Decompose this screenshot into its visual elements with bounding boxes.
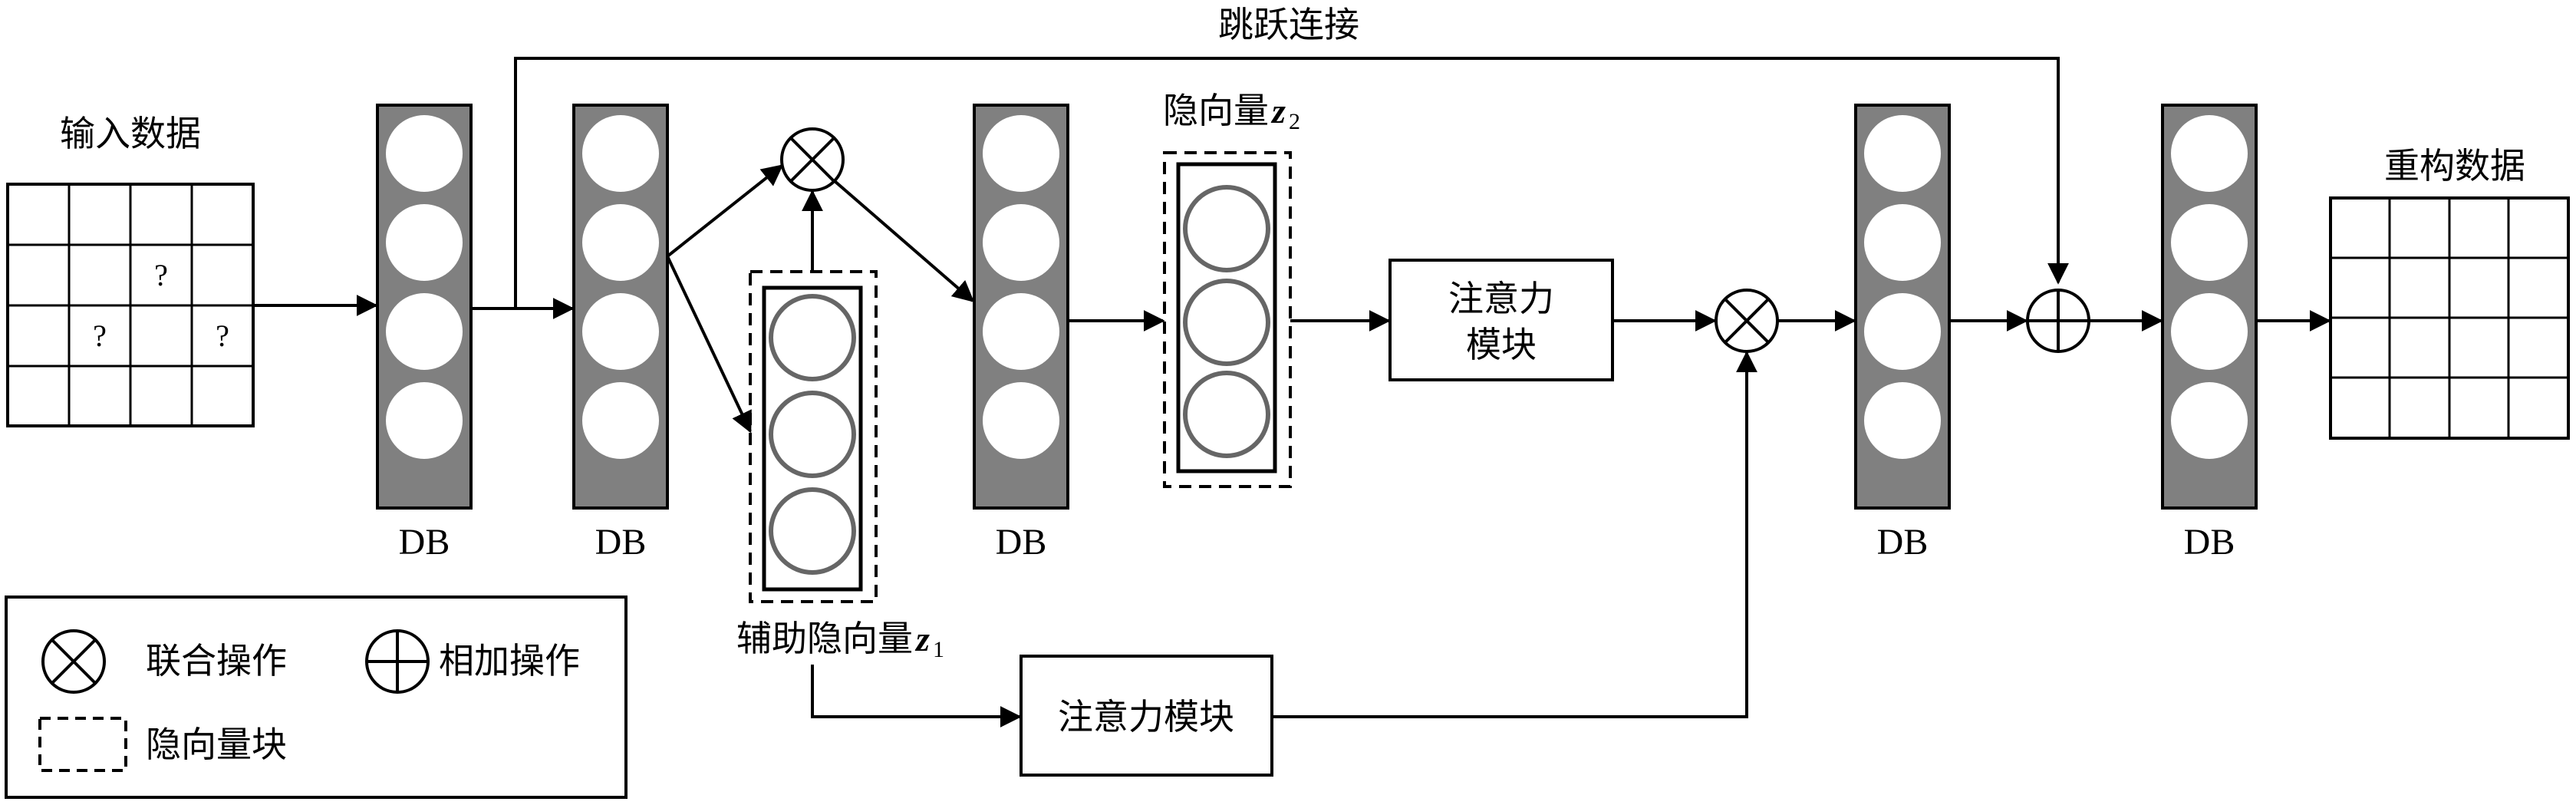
attention-module-top: 注意力 模块 <box>1388 259 1614 381</box>
attention-bottom-label: 注意力模块 <box>1058 696 1234 737</box>
latent-variable-z: z <box>1270 91 1286 130</box>
skip-connection-label: 跳跃连接 <box>1218 4 1359 45</box>
dense-block-3: DB <box>973 104 1069 563</box>
dense-block-4: DB <box>1854 104 1951 563</box>
skip-connection: 跳跃连接 <box>514 4 2069 308</box>
latent-block: 隐向量 z 2 <box>1163 90 1300 488</box>
legend-latent-block-icon <box>38 717 127 772</box>
auxiliary-latent-label: 辅助隐向量 <box>736 618 913 659</box>
db-label: DB <box>2184 522 2235 563</box>
output-data-label: 重构数据 <box>2384 145 2525 186</box>
input-data-label: 输入数据 <box>60 113 201 154</box>
latent-variable-subscript: 2 <box>1289 109 1300 134</box>
auxiliary-latent-block: 辅助隐向量 z 1 <box>736 270 944 662</box>
flow-arrows <box>253 164 2331 727</box>
db-label: DB <box>996 522 1047 563</box>
dense-block-5: DB <box>2161 104 2258 563</box>
joint-operation-middle <box>1715 289 1779 353</box>
latent-variable-subscript: 1 <box>933 637 944 662</box>
output-data-grid: 重构数据 <box>2329 145 2570 440</box>
dense-block-2: DB <box>572 104 669 563</box>
attention-label-line1: 注意力 <box>1448 278 1554 319</box>
dense-block-1: DB <box>376 104 473 563</box>
legend: 联合操作 相加操作 隐向量块 <box>5 596 628 799</box>
legend-joint-label: 联合操作 <box>146 640 287 681</box>
db-label: DB <box>595 522 647 563</box>
missing-value-mark: ? <box>216 318 229 353</box>
legend-add-label: 相加操作 <box>439 640 580 681</box>
latent-variable-z: z <box>914 619 930 658</box>
legend-add-icon <box>365 629 430 694</box>
db-label: DB <box>399 522 450 563</box>
add-operation <box>2026 289 2090 353</box>
missing-value-mark: ? <box>154 258 168 292</box>
legend-joint-icon <box>41 629 106 694</box>
attention-label-line2: 模块 <box>1466 324 1537 365</box>
input-data-grid: 输入数据 ? ? ? <box>6 113 255 427</box>
missing-value-mark: ? <box>93 318 107 353</box>
attention-module-bottom: 注意力模块 <box>1020 655 1273 777</box>
joint-operation-top <box>780 127 845 192</box>
latent-label: 隐向量 <box>1163 90 1269 131</box>
db-label: DB <box>1877 522 1929 563</box>
legend-latent-block-label: 隐向量块 <box>146 724 287 765</box>
